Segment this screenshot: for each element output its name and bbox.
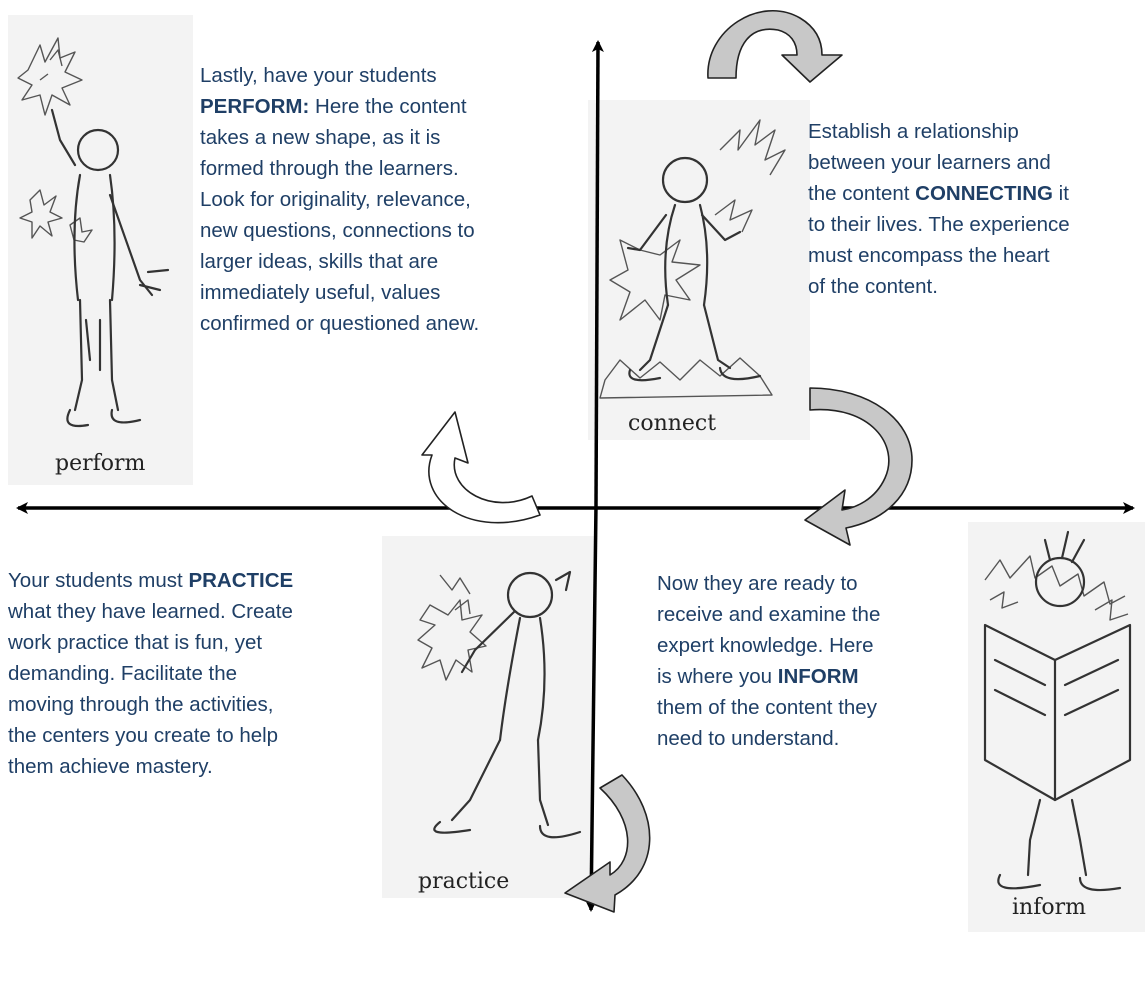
text-segment: the centers you create to help xyxy=(8,724,279,747)
text-segment: receive and examine the xyxy=(657,603,881,626)
text-line: need to understand. xyxy=(657,723,880,754)
text-line: them of the content they xyxy=(657,692,880,723)
text-line: Establish a relationship xyxy=(808,116,1070,147)
text-segment: Lastly, have your students xyxy=(200,64,437,87)
text-line: immediately useful, values xyxy=(200,277,479,308)
text-segment: must encompass the heart xyxy=(808,244,1050,267)
text-segment: is where you xyxy=(657,665,778,688)
connect-figure: connect xyxy=(588,100,810,440)
text-line: Look for originality, relevance, xyxy=(200,184,479,215)
text-segment: them of the content they xyxy=(657,696,877,719)
inform-description: Now they are ready to receive and examine… xyxy=(657,568,880,754)
text-segment: to their lives. The experience xyxy=(808,213,1070,236)
text-segment: confirmed or questioned anew. xyxy=(200,312,480,335)
text-line: the centers you create to help xyxy=(8,720,293,751)
practice-description: Your students must PRACTICE what they hav… xyxy=(8,565,293,782)
text-line: work practice that is fun, yet xyxy=(8,627,293,658)
keyword: CONNECTING xyxy=(915,182,1053,205)
perform-figure: perform xyxy=(8,15,193,485)
text-segment: moving through the activities, xyxy=(8,693,274,716)
text-line: what they have learned. Create xyxy=(8,596,293,627)
text-line: larger ideas, skills that are xyxy=(200,246,479,277)
text-segment: Now they are ready to xyxy=(657,572,858,595)
text-segment: between your learners and xyxy=(808,151,1051,174)
keyword: PRACTICE xyxy=(188,569,294,592)
inform-figure: inform xyxy=(968,522,1145,932)
inform-caption: inform xyxy=(1012,895,1086,920)
text-line: demanding. Facilitate the xyxy=(8,658,293,689)
text-line: expert knowledge. Here xyxy=(657,630,880,661)
text-line: new questions, connections to xyxy=(200,215,479,246)
text-segment: new questions, connections to xyxy=(200,219,475,242)
connect-caption: connect xyxy=(628,411,716,436)
text-line: between your learners and xyxy=(808,147,1070,178)
curved-arrow-left xyxy=(421,411,541,524)
text-line: takes a new shape, as it is xyxy=(200,122,479,153)
text-line: to their lives. The experience xyxy=(808,209,1070,240)
text-line: formed through the learners. xyxy=(200,153,479,184)
text-line: the content CONNECTING it xyxy=(808,178,1070,209)
text-segment: Look for originality, relevance, xyxy=(200,188,471,211)
practice-figure: practice xyxy=(382,536,594,898)
text-segment: immediately useful, values xyxy=(200,281,441,304)
text-segment: it xyxy=(1052,182,1069,205)
text-segment: Establish a relationship xyxy=(808,120,1019,143)
practice-caption: practice xyxy=(418,869,509,894)
text-line: Lastly, have your students xyxy=(200,60,479,91)
text-segment: Your students must xyxy=(8,569,189,592)
text-segment: of the content. xyxy=(808,275,938,298)
cycle-arrows xyxy=(421,9,913,913)
perform-caption: perform xyxy=(55,451,146,476)
text-line: must encompass the heart xyxy=(808,240,1070,271)
text-line: them achieve mastery. xyxy=(8,751,293,782)
vertical-axis-bottom xyxy=(585,504,598,912)
vertical-axis xyxy=(591,40,604,506)
text-line: is where you INFORM xyxy=(657,661,880,692)
text-line: of the content. xyxy=(808,271,1070,302)
text-line: PERFORM: Here the content xyxy=(200,91,479,122)
curved-arrow-top xyxy=(707,9,843,83)
text-line: moving through the activities, xyxy=(8,689,293,720)
text-line: receive and examine the xyxy=(657,599,880,630)
text-segment: them achieve mastery. xyxy=(8,755,213,778)
connect-description: Establish a relationship between your lea… xyxy=(808,116,1070,302)
text-segment: demanding. Facilitate the xyxy=(8,662,238,685)
text-segment: expert knowledge. Here xyxy=(657,634,874,657)
text-segment: formed through the learners. xyxy=(200,157,459,180)
curved-arrow-right xyxy=(804,387,913,546)
text-segment: what they have learned. Create xyxy=(8,600,293,623)
text-line: confirmed or questioned anew. xyxy=(200,308,479,339)
text-segment: Here the content xyxy=(309,95,467,118)
keyword: PERFORM: xyxy=(200,95,310,118)
text-segment: takes a new shape, as it is xyxy=(200,126,441,149)
keyword: INFORM xyxy=(777,665,859,688)
curved-arrow-bottom xyxy=(564,774,651,913)
text-segment: work practice that is fun, yet xyxy=(8,631,263,654)
text-line: Your students must PRACTICE xyxy=(8,565,293,596)
text-segment: need to understand. xyxy=(657,727,840,750)
text-line: Now they are ready to xyxy=(657,568,880,599)
text-segment: larger ideas, skills that are xyxy=(200,250,439,273)
text-segment: the content xyxy=(808,182,916,205)
